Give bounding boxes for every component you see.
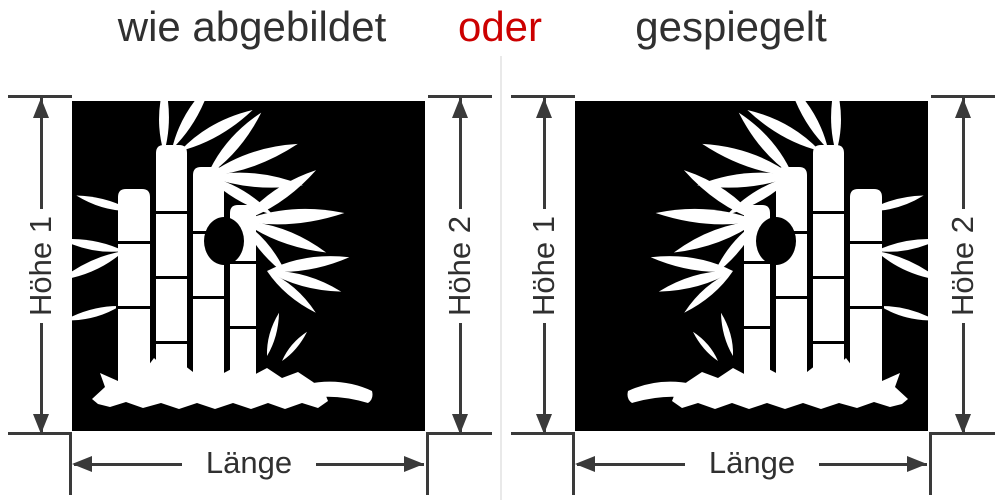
design-square <box>575 101 928 431</box>
length-label: Länge <box>205 445 293 480</box>
dimension-line <box>577 463 685 466</box>
extension-line <box>428 95 492 98</box>
arrow-down-icon <box>452 414 468 434</box>
vertical-divider <box>500 56 502 500</box>
height1-label: Höhe 1 <box>525 216 561 317</box>
extension-line <box>572 432 575 495</box>
arrow-right-icon <box>907 456 927 472</box>
or-label: oder <box>457 3 543 50</box>
dimension-line <box>40 323 43 434</box>
extension-line <box>931 95 995 98</box>
dimension-line <box>316 463 424 466</box>
dimension-line <box>543 97 546 209</box>
panel-mirrored: Höhe 1 Höhe 2 Länge <box>503 0 1000 500</box>
arrow-down-icon <box>33 414 49 434</box>
arrow-up-icon <box>536 98 552 118</box>
dimension-line <box>543 323 546 434</box>
extension-line <box>8 95 72 98</box>
arrow-down-icon <box>955 414 971 434</box>
extension-line <box>929 432 932 495</box>
bamboo-motif-mirrored <box>575 101 928 431</box>
dimension-line <box>962 97 965 209</box>
arrow-left-icon <box>72 456 92 472</box>
option-as-shown-label: wie abgebildet <box>117 3 387 50</box>
dimension-line <box>819 463 927 466</box>
panel-as-shown: Höhe 1 Höhe 2 Länge <box>8 95 492 495</box>
dimension-line <box>459 97 462 209</box>
dimension-line <box>74 463 182 466</box>
arrow-up-icon <box>33 98 49 118</box>
dimension-line <box>962 323 965 434</box>
bamboo-motif <box>72 101 425 431</box>
extension-line <box>69 432 72 495</box>
arrow-up-icon <box>452 98 468 118</box>
arrow-up-icon <box>955 98 971 118</box>
length-label: Länge <box>708 445 796 480</box>
arrow-left-icon <box>575 456 595 472</box>
arrow-right-icon <box>404 456 424 472</box>
extension-line <box>511 95 575 98</box>
design-square <box>72 101 425 431</box>
height2-label: Höhe 2 <box>441 216 477 317</box>
height2-label: Höhe 2 <box>944 216 980 317</box>
option-mirrored-label: gespiegelt <box>635 3 827 50</box>
arrow-down-icon <box>536 414 552 434</box>
dimension-line <box>40 97 43 209</box>
dimension-line <box>459 323 462 434</box>
extension-line <box>426 432 429 495</box>
height1-label: Höhe 1 <box>22 216 58 317</box>
